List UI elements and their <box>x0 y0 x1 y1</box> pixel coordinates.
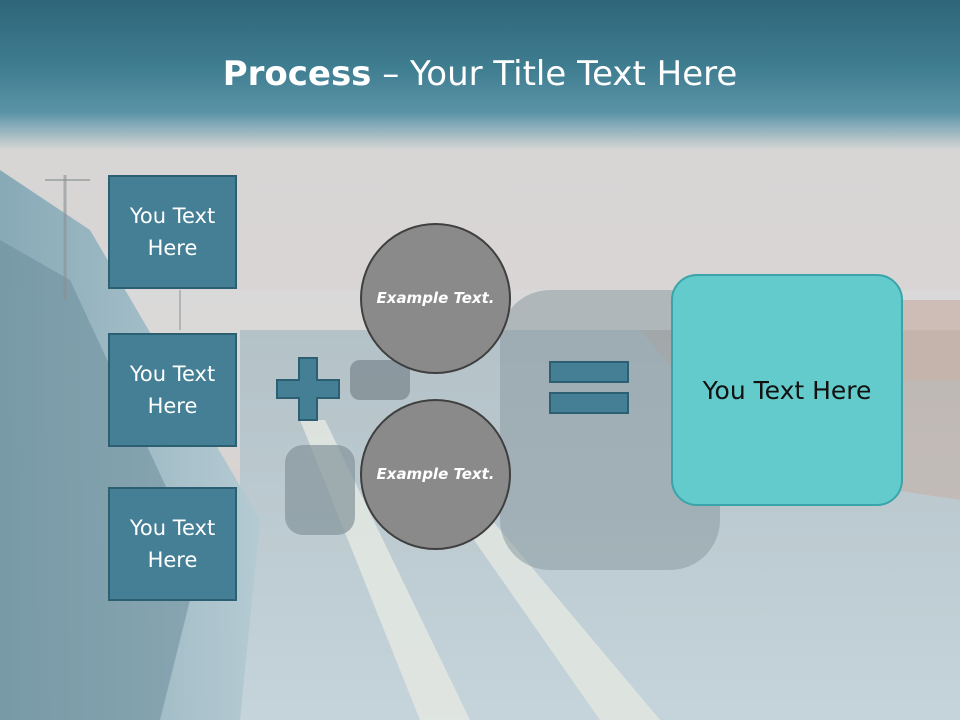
example-circle-1[interactable]: Example Text. <box>360 223 511 374</box>
title-bold: Process <box>222 54 372 94</box>
text-box-2[interactable]: You Text Here <box>108 333 237 447</box>
text-box-1[interactable]: You Text Here <box>108 175 237 289</box>
slide-title: Process – Your Title Text Here <box>0 52 960 96</box>
title-bar <box>0 0 960 150</box>
plus-icon <box>276 357 340 421</box>
example-circle-2[interactable]: Example Text. <box>360 399 511 550</box>
title-rest: – Your Title Text Here <box>371 54 738 94</box>
equals-icon <box>549 361 629 414</box>
text-box-3[interactable]: You Text Here <box>108 487 237 601</box>
result-box[interactable]: You Text Here <box>671 274 903 506</box>
